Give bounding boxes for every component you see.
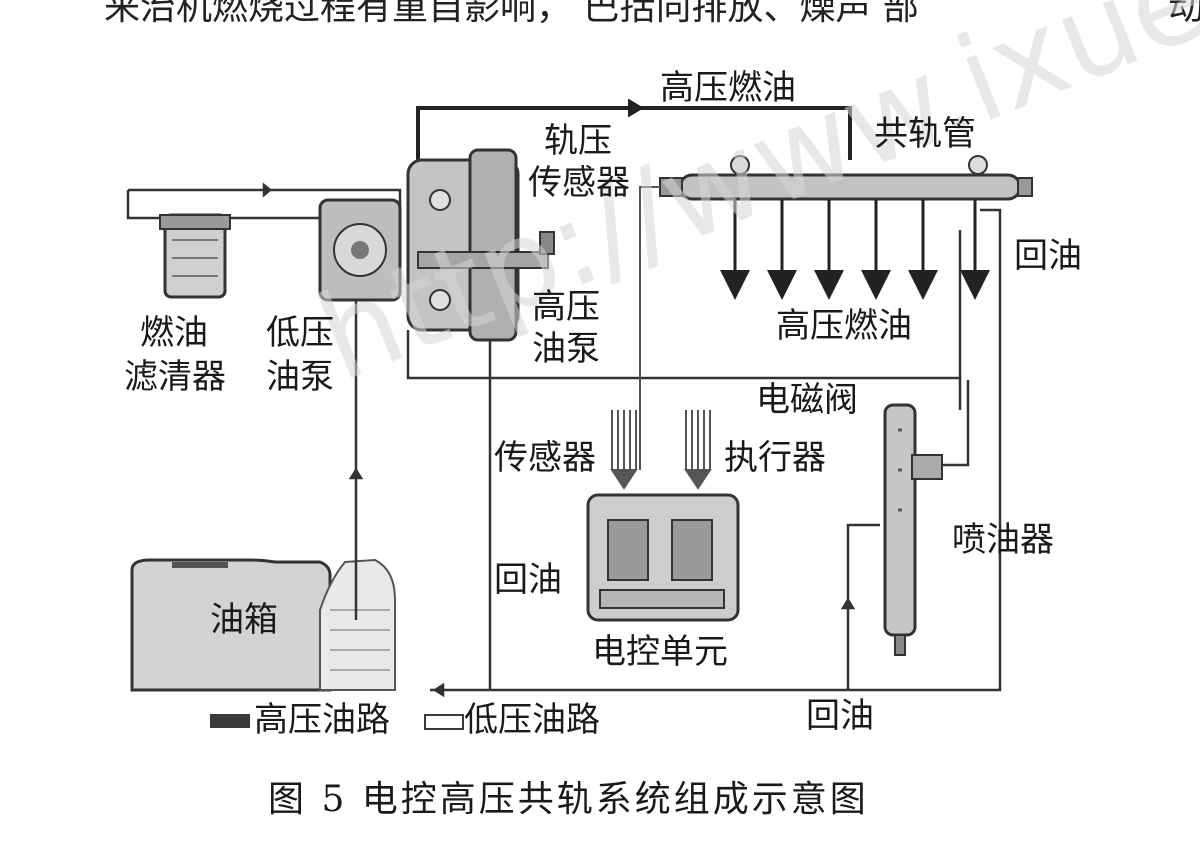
low-pressure-pump <box>318 198 402 302</box>
high-pressure-line <box>416 98 852 160</box>
label-return-oil-bottom: 回油 <box>806 696 874 736</box>
sensor-signal-lines <box>610 186 712 490</box>
label-ecu: 电控单元 <box>592 632 728 672</box>
label-actuator: 执行器 <box>724 438 826 478</box>
label-high-pressure-pump-line2: 油泵 <box>532 329 600 369</box>
label-high-pressure-pump-line1: 高压 <box>532 287 600 327</box>
legend-low-pressure-swatch <box>424 714 464 730</box>
fuel-tank <box>130 558 396 692</box>
page-top-right-text: 动 <box>1168 0 1200 28</box>
label-high-pressure-fuel-top: 高压燃油 <box>660 68 796 108</box>
label-high-pressure-fuel-mid: 高压燃油 <box>776 306 912 346</box>
label-common-rail: 共轨管 <box>874 114 976 154</box>
legend-high-pressure-label: 高压油路 <box>254 700 390 740</box>
label-rail-pressure-sensor-line2: 传感器 <box>528 163 630 203</box>
label-rail-pressure-sensor-line1: 轨压 <box>544 121 612 161</box>
label-solenoid-valve: 电磁阀 <box>756 380 858 420</box>
figure-caption: 图 5 电控高压共轨系统组成示意图 <box>268 779 869 820</box>
label-low-pressure-pump-line1: 低压 <box>266 313 334 353</box>
high-pressure-pump <box>406 148 555 342</box>
label-sensor: 传感器 <box>494 438 596 478</box>
fuel-filter <box>159 213 231 299</box>
label-injector: 喷油器 <box>952 520 1054 560</box>
label-fuel-filter-line1: 燃油 <box>140 313 208 353</box>
label-fuel-filter-line2: 滤清器 <box>124 357 226 397</box>
injector <box>883 403 943 656</box>
common-rail <box>659 155 1033 201</box>
label-low-pressure-pump-line2: 油泵 <box>266 357 334 397</box>
rail-outlets <box>720 200 990 300</box>
ecu-unit <box>586 493 740 622</box>
label-return-oil-right: 回油 <box>1014 236 1082 276</box>
label-return-oil-ecu: 回油 <box>494 560 562 600</box>
page-top-text: 来治机燃烧过程有重自影响， 巴括向排放、燥声 部 <box>104 0 919 28</box>
legend-high-pressure-swatch <box>210 714 250 728</box>
legend-low-pressure-label: 低压油路 <box>464 700 600 740</box>
label-fuel-tank: 油箱 <box>210 600 278 640</box>
